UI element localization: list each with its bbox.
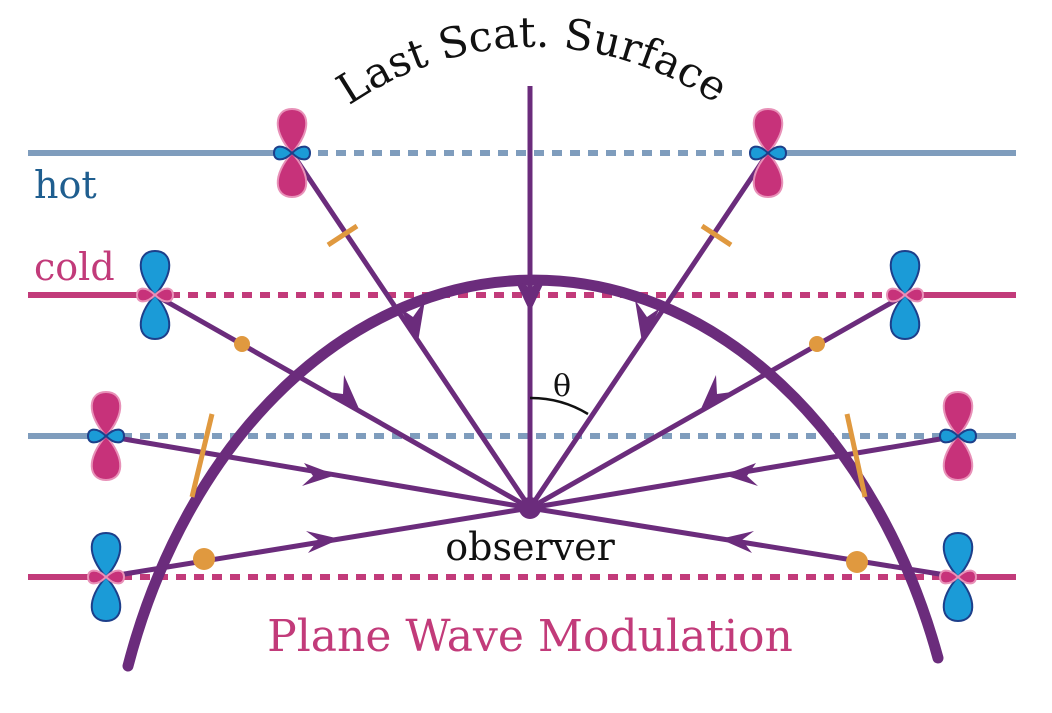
- cold-label: cold: [34, 245, 115, 289]
- tick-top-right: [700, 223, 733, 248]
- ray-top-right: [527, 151, 771, 510]
- lobe-left-top-right: [748, 145, 770, 161]
- arrow-lower-right: [724, 463, 758, 486]
- lobe-up-bottom-left: [90, 531, 122, 579]
- arrow-top-left: [400, 300, 425, 342]
- lobe-up-upper-right: [889, 249, 921, 297]
- lobe-right-bottom-left: [104, 569, 126, 585]
- ray-bottom-right: [529, 505, 959, 580]
- ray-top-left: [289, 151, 533, 510]
- lobe-right-top-left: [290, 145, 312, 161]
- ray-arrowheads: [302, 278, 758, 553]
- lobe-pair-bottom-right: [938, 531, 978, 623]
- lobe-down-lower-right: [942, 434, 974, 482]
- arrow-upper-left: [328, 375, 360, 411]
- lobe-left-bottom-right: [938, 569, 960, 585]
- lobe-down-lower-left: [90, 434, 122, 482]
- lobe-left-bottom-left: [86, 569, 108, 585]
- diagram-title: Plane Wave Modulation: [267, 611, 793, 662]
- arrow-top-right: [635, 300, 660, 342]
- lobe-down-bottom-right: [942, 575, 974, 623]
- orange-markers: [189, 223, 868, 573]
- theta-label: θ: [553, 369, 571, 404]
- tick-top-left: [326, 223, 359, 248]
- tick-lower-left: [189, 413, 215, 498]
- arrow-bottom-right: [720, 531, 754, 553]
- lobe-pair-bottom-left: [86, 531, 126, 623]
- ray-upper-left: [153, 292, 532, 511]
- photon-rays: [105, 86, 959, 580]
- lobe-left-upper-left: [135, 287, 157, 303]
- lobe-pair-lower-left: [86, 390, 126, 482]
- theta-angle-arc: [529, 396, 589, 416]
- lobe-down-bottom-left: [90, 575, 122, 623]
- lobe-left-upper-right: [885, 287, 907, 303]
- lobe-up-bottom-right: [942, 531, 974, 579]
- arrow-vertical: [514, 278, 546, 312]
- arrow-lower-left: [302, 463, 336, 486]
- lobe-left-top-left: [272, 145, 294, 161]
- lobe-right-upper-left: [153, 287, 175, 303]
- lobe-down-top-left: [276, 151, 308, 199]
- ray-upper-right: [528, 292, 907, 511]
- lobe-right-top-right: [766, 145, 788, 161]
- lobe-left-lower-left: [86, 428, 108, 444]
- lobe-down-upper-left: [139, 293, 171, 341]
- dot-upper-right: [809, 336, 825, 352]
- lobe-pair-upper-left: [135, 249, 175, 341]
- hot-label: hot: [34, 163, 97, 207]
- arrow-bottom-left: [306, 531, 340, 553]
- lobe-down-top-right: [752, 151, 784, 199]
- dot-upper-left: [234, 336, 250, 352]
- lobe-up-top-right: [752, 107, 784, 155]
- lobe-pair-top-right: [748, 107, 788, 199]
- lobe-up-lower-left: [90, 390, 122, 438]
- lobe-right-upper-right: [903, 287, 925, 303]
- observer-point: [519, 497, 541, 519]
- dot-bottom-left: [193, 548, 215, 570]
- lobe-pair-top-left: [272, 107, 312, 199]
- lobe-right-lower-right: [956, 428, 978, 444]
- lobe-left-lower-right: [938, 428, 960, 444]
- lobe-pair-lower-right: [938, 390, 978, 482]
- quadrupole-lobes: [86, 107, 978, 623]
- lobe-down-upper-right: [889, 293, 921, 341]
- arrow-upper-right: [700, 375, 732, 411]
- lobe-pair-upper-right: [885, 249, 925, 341]
- lobe-up-lower-right: [942, 390, 974, 438]
- lobe-up-top-left: [276, 107, 308, 155]
- lobe-right-bottom-right: [956, 569, 978, 585]
- lobe-right-lower-left: [104, 428, 126, 444]
- observer-label: observer: [445, 525, 615, 569]
- tick-lower-right: [844, 413, 868, 498]
- dot-bottom-right: [846, 551, 868, 573]
- lobe-up-upper-left: [139, 249, 171, 297]
